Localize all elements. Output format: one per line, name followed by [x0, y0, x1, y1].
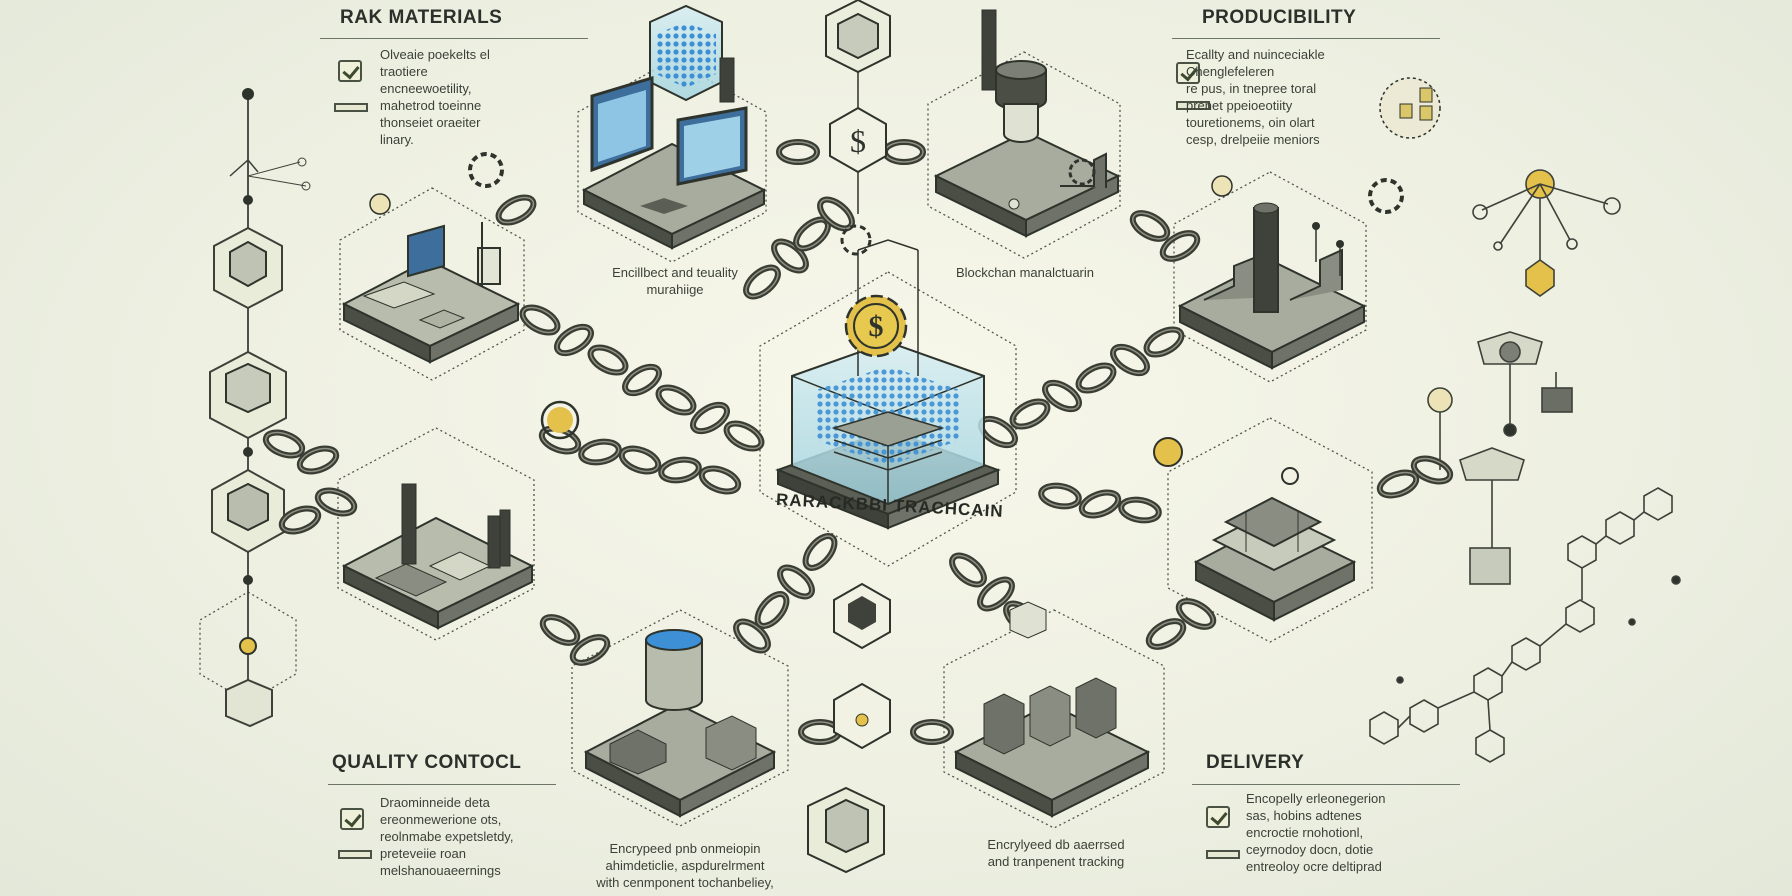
raw-materials-check-icon	[338, 60, 362, 82]
note-line: linary.	[380, 132, 414, 147]
note-line: ceyrnodoy docn, dotie	[1246, 842, 1374, 857]
small-nodes	[369, 77, 1441, 874]
note-line: Ecallty and nuinceciakle	[1186, 47, 1325, 62]
raw-materials-rule	[320, 38, 588, 39]
note-line: re pus, in tnepree toral	[1186, 81, 1317, 96]
note-line: touretionems, oin olart	[1186, 115, 1315, 130]
note-line: mahetrod toeinne	[380, 98, 482, 113]
note-line: encneewoetility,	[380, 81, 472, 96]
note-line: sas, hobins adtenes	[1246, 808, 1362, 823]
hex-frame-warehouse	[1167, 417, 1373, 643]
left-node-column	[209, 88, 311, 728]
note-line: Olveaie poekelts el	[380, 47, 490, 62]
delivery-bar-icon	[1206, 850, 1240, 859]
top-box-node	[825, 0, 891, 108]
caption-line: Encrylyeed db aaerrsed	[987, 837, 1125, 852]
producibility-check-icon	[1176, 62, 1200, 84]
producibility-note: Ecallty and nuinceciakle Chenglefeleren …	[1186, 46, 1426, 148]
center-gear-icon: $	[844, 294, 908, 358]
note-line: reolnmabe expetsletdy,	[380, 829, 514, 844]
delivery-heading: DELIVERY	[1206, 752, 1305, 773]
factory-illustration	[341, 483, 535, 630]
note-line: traotiere	[380, 64, 428, 79]
note-line: prenet ppeioeotiity	[1186, 98, 1293, 113]
caption-line: murahiige	[646, 282, 704, 297]
producibility-heading: PRODUCIBILITY	[1202, 7, 1357, 28]
bottom-left-caption: Encrypeed pnb onmeiopin ahimdeticlie, as…	[570, 840, 800, 891]
central-ledger-block	[775, 239, 1001, 530]
hex-frame-press	[927, 51, 1121, 259]
servers-illustration	[953, 601, 1151, 818]
hex-frame-storage	[571, 609, 789, 827]
caption-line: with cenmponent tochanbeliey,	[596, 875, 774, 890]
press-machine-illustration	[933, 9, 1121, 238]
note-line: Draominneide deta	[380, 795, 490, 810]
hex-frame-center	[759, 271, 1017, 567]
raw-materials-heading: RAK MATERIALS	[340, 7, 503, 28]
hex-frame-computer	[577, 59, 767, 263]
quality-control-check-icon	[340, 808, 364, 830]
note-line: preteveiie roan	[380, 846, 466, 861]
press-caption: Blockchan manalctuarin	[930, 264, 1120, 281]
caption-line: and tranpenent tracking	[987, 854, 1125, 869]
computer-station-illustration	[581, 4, 767, 250]
molecule-network	[1369, 487, 1681, 763]
chain-center-to-storage	[731, 531, 840, 656]
delivery-check-icon	[1206, 806, 1230, 828]
caption-line: Encillbect and teuality	[612, 265, 738, 280]
chain-center-to-warehouse	[1040, 483, 1161, 523]
bottom-right-caption: Encrylyeed db aaerrsed and tranpenent tr…	[946, 836, 1166, 870]
hex-frame-factory	[337, 427, 535, 641]
note-line: ereonmewerione ots,	[380, 812, 502, 827]
delivery-rule	[1192, 784, 1460, 785]
quality-control-bar-icon	[338, 850, 372, 859]
note-line: cesp, drelpeiie meniors	[1186, 132, 1320, 147]
caption-line: Encrypeed pnb onmeiopin	[609, 841, 761, 856]
quality-control-rule	[328, 784, 556, 785]
delivery-note: Encopelly erleonegerion sas, hobins adte…	[1246, 790, 1466, 875]
quality-control-note: Draominneide deta ereonmewerione ots, re…	[380, 794, 580, 879]
chain-press-to-center	[977, 324, 1186, 450]
hex-frame-workstation	[339, 187, 525, 381]
note-line: entreoloy ocre deltiprad	[1246, 859, 1382, 874]
warehouse-illustration	[1193, 496, 1357, 622]
gear-currency-symbol: $	[869, 310, 884, 343]
note-line: encroctie rnohotionl,	[1246, 825, 1364, 840]
quality-control-heading: QUALITY CONTOCL	[332, 752, 522, 773]
caption-line: Blockchan manalctuarin	[955, 265, 1095, 280]
note-line: Chenglefeleren	[1186, 64, 1275, 79]
right-network	[1427, 169, 1621, 585]
workstation-illustration	[341, 222, 521, 364]
left-monitor-caption: Encillbect and teuality murahiige	[580, 264, 770, 298]
producibility-bar-icon	[1176, 101, 1210, 110]
dollar-symbol: $	[850, 123, 866, 159]
note-line: thonseiet oraeiter	[380, 115, 481, 130]
raw-materials-bar-icon	[334, 103, 368, 112]
right-machinery-illustration	[1177, 202, 1367, 370]
dollar-coin-icon: $	[829, 106, 887, 256]
raw-materials-note: Olveaie poekelts el traotiere encneewoet…	[380, 46, 560, 148]
note-line: melshanouaeernings	[380, 863, 501, 878]
hex-frames	[199, 51, 1373, 829]
note-line: Encopelly erleonegerion	[1246, 791, 1386, 806]
caption-line: ahimdeticlie, aspdurelrment	[605, 858, 765, 873]
storage-illustration	[583, 629, 777, 818]
producibility-rule	[1172, 38, 1440, 39]
